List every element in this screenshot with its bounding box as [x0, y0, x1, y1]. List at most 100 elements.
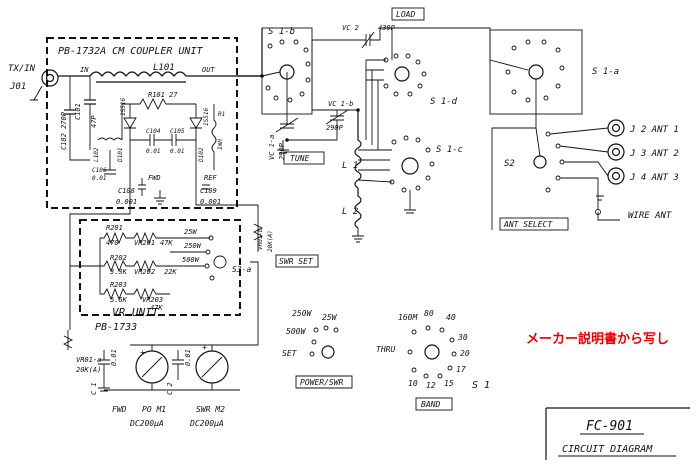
- s1a-contact-5: [559, 65, 565, 71]
- s3a-rotor: [213, 255, 227, 269]
- c1-label: C 1: [90, 382, 98, 395]
- j01-ground: [30, 85, 43, 101]
- c106-value: 0.01: [92, 175, 106, 182]
- s1b-contact-9: [273, 95, 279, 101]
- vr01a-value: 20K(A): [76, 366, 101, 374]
- power-swr-label: POWER/SWR: [300, 378, 344, 387]
- interconnect-wiring: [237, 27, 393, 154]
- c1-cap: [98, 350, 110, 380]
- vr01a-pot: [62, 330, 74, 350]
- s2-contact-2: [555, 143, 561, 149]
- power-set-label: SET: [282, 349, 298, 358]
- r203-label: R203: [110, 281, 127, 289]
- s1d-label: S 1-d: [430, 97, 458, 107]
- band-40-label: 40: [446, 313, 456, 322]
- jack-wiring: [549, 127, 609, 210]
- d101-label: D101: [117, 148, 124, 163]
- vr203-label: VR203: [142, 296, 163, 304]
- vr-unit-title: VR UNIT: [112, 306, 160, 319]
- r202-label: R202: [110, 254, 127, 262]
- vr201-value: 47K: [160, 239, 173, 247]
- power-250w-label: 250W: [292, 309, 312, 318]
- vc1a-label: VC 1-a: [268, 135, 276, 160]
- band-80-label: 80: [424, 309, 434, 318]
- vc2-to-s1d: [380, 27, 393, 60]
- band-10-label: 10: [408, 379, 418, 388]
- s1b-contact-8: [287, 97, 293, 103]
- c102-ground-lead: [69, 114, 90, 161]
- band-12-label: 12: [426, 381, 436, 390]
- s1b-contact-3: [293, 39, 299, 45]
- s2-contact-5: [545, 187, 551, 193]
- s3a-250w-label: 250W: [184, 242, 202, 250]
- band-box: [415, 397, 453, 411]
- s1d-contact-7: [407, 91, 413, 97]
- ant-select-box: [499, 217, 569, 231]
- s1a-contact-8: [525, 97, 531, 103]
- vr-common-bus: [92, 238, 101, 294]
- j4-jack-outer: [607, 167, 625, 185]
- swr-set-label: SWR SET: [279, 257, 314, 266]
- r203-vr203-row: [100, 287, 170, 301]
- band-switch: 160M 80 40 30 20 17 15 12 10 THRU S 1 BA…: [376, 309, 490, 411]
- c2-label: C 2: [166, 382, 174, 395]
- s1d-contact-8: [393, 91, 399, 97]
- m1-label: PO M1: [142, 405, 166, 414]
- vr01b-value: 20K(A): [267, 230, 274, 252]
- s1c-wiring: [357, 149, 416, 214]
- r201-value: 470: [106, 239, 119, 247]
- s1d-wiring: [366, 59, 386, 81]
- band-rotor: [424, 344, 440, 360]
- s1a-contact-2: [525, 39, 531, 45]
- tune-box: [283, 151, 325, 165]
- m2-rating: DC200μA: [189, 419, 224, 428]
- m1-needle: [141, 356, 163, 378]
- d101-type: 1S516: [120, 98, 127, 116]
- power-swr-contact-3: [333, 327, 339, 333]
- s1b-contact-10: [265, 85, 271, 91]
- coupler-ground: [154, 190, 166, 205]
- vr-unit-border: [79, 219, 241, 316]
- s2-contact-3: [559, 159, 565, 165]
- band-contact-5: [451, 351, 457, 357]
- r201-vr201-row: [100, 231, 170, 245]
- l1-taps: [365, 60, 379, 150]
- s1a-label: S 1-a: [592, 67, 619, 77]
- c108-value: 0.001: [116, 198, 137, 206]
- r101-label: R101 27: [148, 91, 178, 99]
- m1-plus: +: [140, 348, 145, 357]
- j4-jack-inner: [611, 171, 621, 181]
- s1a-wiring: [489, 59, 537, 230]
- band-contact-8: [423, 373, 429, 379]
- c104-c105-row: [130, 134, 196, 146]
- power-500w-label: 500W: [286, 327, 306, 336]
- s1b-to-vc1b: [311, 40, 337, 111]
- s1c-contact-8: [401, 187, 407, 193]
- title-block-border: [545, 407, 690, 460]
- s3a-25w-label: 25W: [184, 228, 197, 236]
- r1-value: 1mH: [217, 139, 224, 150]
- s2-rotor: [533, 155, 547, 169]
- s1a-contact-1: [511, 45, 517, 51]
- j01-jack-inner: [45, 73, 55, 83]
- l102-label: L102: [93, 147, 100, 162]
- power-swr-contact-5: [309, 351, 315, 357]
- ref-label: REF: [204, 174, 217, 182]
- band-contact-7: [437, 373, 443, 379]
- s1a-rotor: [528, 64, 544, 80]
- band-30-label: 30: [457, 333, 468, 342]
- band-17-label: 17: [456, 365, 466, 374]
- j2-jack-inner: [611, 123, 621, 133]
- tune-section: S 1-b VC 1-a 290P TUNE LOAD VC 2 430P: [261, 7, 491, 165]
- s1a-contact-4: [555, 47, 561, 53]
- vr01a-label: VR01-a: [76, 356, 101, 364]
- c105-label: C105: [170, 128, 185, 135]
- vc1a-value: 290P: [278, 142, 286, 160]
- band-contact-9: [411, 367, 417, 373]
- fwd-label: FWD: [148, 174, 161, 182]
- power-swr-contact-1: [313, 327, 319, 333]
- band-contact-10: [407, 349, 413, 355]
- c106-label: C106: [92, 167, 107, 174]
- m2-needle: [201, 356, 223, 378]
- s1b-label: S 1-b: [268, 27, 295, 37]
